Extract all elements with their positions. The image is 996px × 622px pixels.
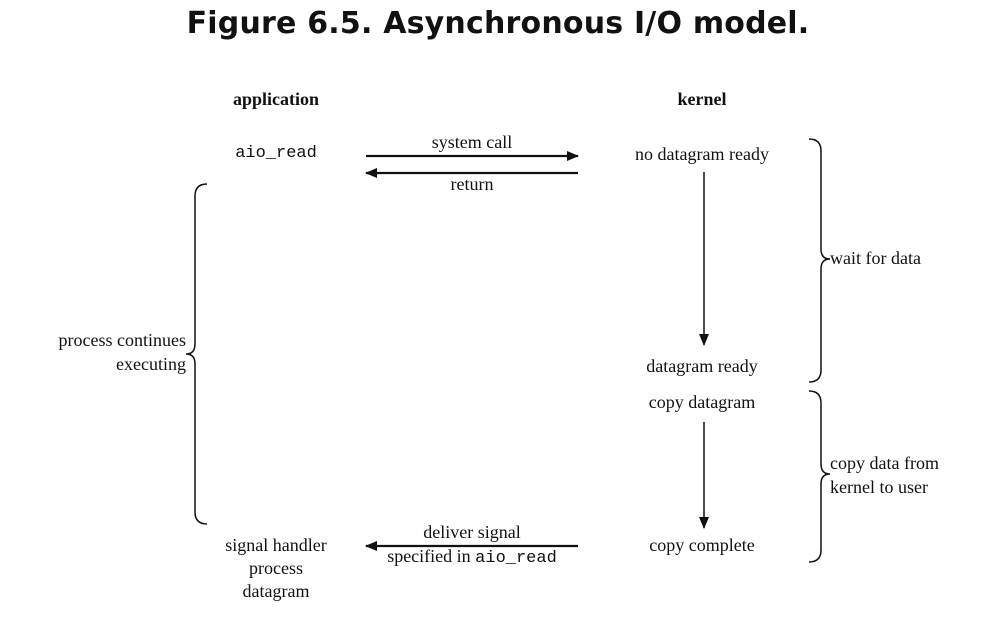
copy-complete-label: copy complete xyxy=(649,535,755,555)
copy-data-from-label: copy data from xyxy=(830,453,939,473)
figure-title: Figure 6.5. Asynchronous I/O model. xyxy=(186,6,810,41)
signal-handler-label: signal handler xyxy=(225,535,327,555)
application-column-header: application xyxy=(232,89,320,109)
copy-data-brace xyxy=(808,390,831,563)
no-datagram-ready-label: no datagram ready xyxy=(635,144,769,164)
datagram-ready-label: datagram ready xyxy=(646,356,758,376)
system-call-label: system call xyxy=(431,132,513,152)
deliver-signal-label: deliver signal xyxy=(423,522,521,542)
kernel-column-header: kernel xyxy=(677,89,727,109)
kernel-to-user-label: kernel to user xyxy=(830,477,928,497)
return-label: return xyxy=(450,174,494,194)
specified-in-label: specified in aio_read xyxy=(362,546,582,568)
datagram-label: datagram xyxy=(242,581,310,601)
specified-in-text: specified in xyxy=(387,546,476,566)
process-label: process xyxy=(249,558,303,578)
executing-label: executing xyxy=(116,354,186,374)
copy-datagram-label: copy datagram xyxy=(648,392,756,412)
process-continues-brace xyxy=(185,183,208,525)
process-continues-label: process continues xyxy=(58,330,186,350)
aio-read-call: aio_read xyxy=(235,144,317,163)
wait-for-data-label: wait for data xyxy=(830,248,921,268)
wait-for-data-brace xyxy=(808,138,831,383)
aio-read-code: aio_read xyxy=(475,549,557,568)
